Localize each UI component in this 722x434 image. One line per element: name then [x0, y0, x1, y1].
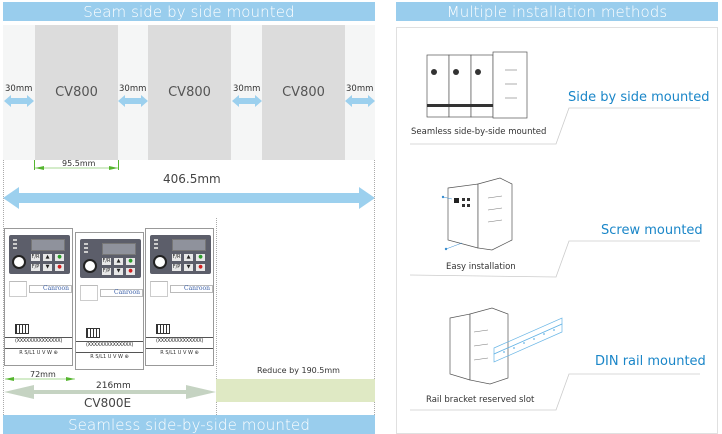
double-arrow-icon [232, 95, 262, 107]
leader-line-1 [410, 107, 700, 145]
keypad-panel: F/R ▲ ● F/P ▼ ● [150, 235, 211, 274]
seamless-total-width-label: 216mm [96, 381, 131, 391]
method-title-side-by-side: Side by side mounted [568, 90, 710, 105]
keypad-panel: F/R ▲ ● F/P ▼ ● [9, 235, 70, 274]
terminal-labels: R S/L1 U V W ⊕ [160, 350, 199, 356]
screw-mounted-drive-illustration [441, 177, 513, 251]
terminal-labels: R S/L1 U V W ⊕ [90, 354, 129, 360]
right-panel-title: Multiple installation methods [396, 2, 718, 21]
brand-label: Canroon [170, 285, 213, 293]
dotted-guide [216, 218, 217, 415]
knob-icon [153, 255, 167, 269]
double-arrow-icon [345, 95, 375, 107]
double-arrow-icon [4, 95, 34, 107]
method-caption-1: Seamless side-by-side mounted [411, 127, 547, 137]
seamless-unit-width-label: 72mm [30, 370, 56, 379]
terminal-block-icon [15, 324, 29, 334]
seamless-model-label: CV800E [84, 396, 132, 410]
knob-icon [12, 255, 26, 269]
dotted-guide [3, 160, 4, 415]
gap-label-4: 30mm [346, 84, 374, 94]
lcd-display [172, 239, 206, 251]
terminal-row: (XXXXXXXXXXXXXX) [76, 341, 143, 353]
gap-label-2: 30mm [119, 84, 147, 94]
gap-label-3: 30mm [233, 84, 261, 94]
left-panel-title: Seam side by side mounted [3, 2, 375, 21]
reduce-label: Reduce by 190.5mm [257, 366, 340, 375]
terminal-block-icon [156, 324, 170, 334]
method-title-din-rail: DIN rail mounted [595, 354, 706, 369]
cv800-unit-2: CV800 [148, 25, 231, 160]
leader-line-3 [410, 373, 700, 411]
lcd-display [31, 239, 65, 251]
cv800-unit-3: CV800 [262, 25, 345, 160]
unit-width-dimension [34, 160, 119, 170]
brand-label: Canroon [100, 289, 143, 297]
terminal-block-icon [86, 328, 100, 338]
din-rail-drive-illustration [449, 307, 563, 385]
terminal-row: (XXXXXXXXXXXXXX) [5, 337, 72, 349]
cv800-unit-1: CV800 [35, 25, 118, 160]
terminal-row: (XXXXXXXXXXXXXX) [146, 337, 213, 349]
cv800e-device-1: F/R ▲ ● F/P ▼ ● Canroon (XXXXXXXXXXXXXX)… [4, 228, 73, 366]
cv800e-device-3: F/R ▲ ● F/P ▼ ● Canroon (XXXXXXXXXXXXXX)… [145, 228, 214, 366]
left-panel-bottom-title: Seamless side-by-side mounted [3, 415, 375, 434]
cv800e-device-2: F/R ▲ ● F/P ▼ ● Canroon (XXXXXXXXXXXXXX)… [75, 232, 144, 370]
method-title-screw: Screw mounted [601, 223, 703, 238]
total-width-label: 406.5mm [163, 172, 221, 186]
method-caption-3: Rail bracket reserved slot [426, 395, 535, 405]
reduction-band [216, 379, 375, 402]
knob-icon [83, 259, 97, 273]
lcd-display [102, 243, 136, 255]
gap-label-1: 30mm [5, 84, 33, 94]
terminal-labels: R S/L1 U V W ⊕ [19, 350, 58, 356]
dotted-guide [374, 160, 375, 415]
double-arrow-icon [118, 95, 148, 107]
unit-width-label: 95.5mm [62, 159, 96, 168]
leader-line-2 [409, 240, 700, 278]
keypad-panel: F/R ▲ ● F/P ▼ ● [80, 239, 141, 278]
seamless-total-width-arrow-icon [4, 385, 216, 399]
total-width-arrow-icon [3, 187, 375, 209]
seamless-unit-width-dimension [5, 377, 75, 381]
side-by-side-drives-illustration [426, 51, 528, 119]
method-caption-2: Easy installation [446, 262, 516, 272]
brand-label: Canroon [29, 285, 72, 293]
